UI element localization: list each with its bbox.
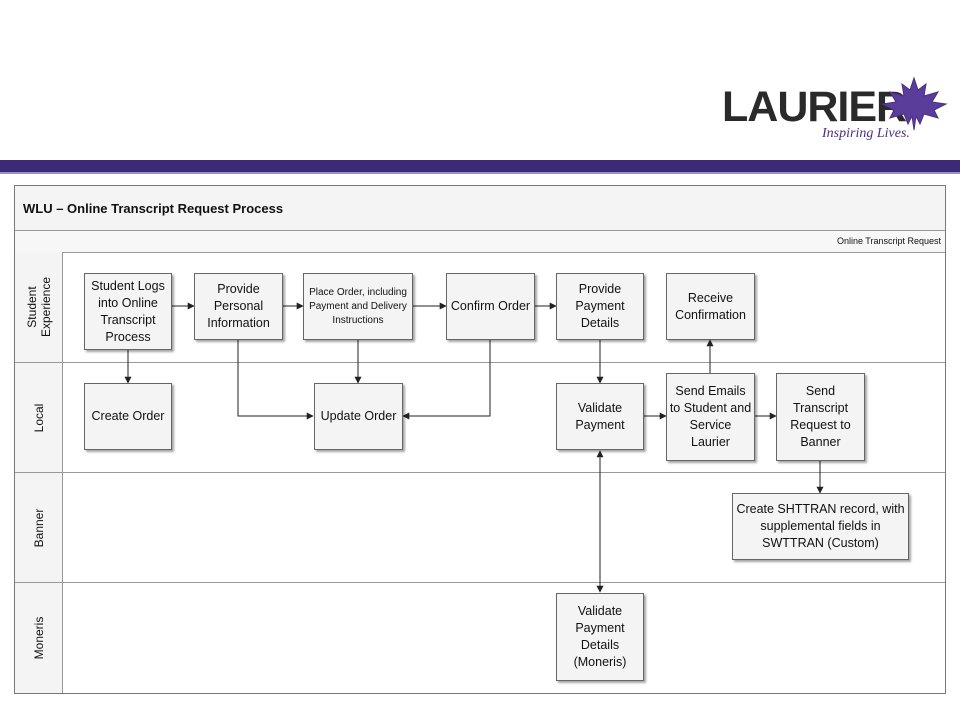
diagram-title: WLU – Online Transcript Request Process — [23, 201, 284, 216]
header-banner-bar — [0, 160, 960, 174]
step-provide-payment-details: Provide Payment Details — [556, 273, 644, 340]
step-send-transcript-request: Send Transcript Request to Banner — [776, 373, 865, 461]
logo-tagline: Inspiring Lives. — [822, 126, 910, 141]
step-create-order: Create Order — [84, 383, 172, 450]
lane-banner: Banner — [15, 473, 945, 583]
arrow-confirm-to-update — [402, 340, 491, 420]
diagram-subtitle-row: Online Transcript Request — [15, 231, 945, 253]
laurier-logo: LAURIER Inspiring Lives. — [718, 76, 948, 146]
arrow-personal-to-update — [237, 340, 314, 420]
step-place-order: Place Order, including Payment and Deliv… — [303, 273, 413, 340]
lane-local: Local — [15, 363, 945, 473]
logo-wordmark: LAURIER — [722, 83, 907, 131]
step-provide-personal-info: Provide Personal Information — [194, 273, 283, 340]
maple-leaf-icon — [880, 76, 948, 131]
lane-moneris: Moneris — [15, 583, 945, 693]
step-student-logs-in: Student Logs into Online Transcript Proc… — [84, 273, 172, 350]
step-validate-payment: Validate Payment — [556, 383, 644, 450]
diagram-subtitle: Online Transcript Request — [836, 236, 941, 246]
step-validate-payment-moneris: Validate Payment Details (Moneris) — [556, 593, 644, 681]
step-confirm-order: Confirm Order — [446, 273, 535, 340]
lane-student-experience: Student Experience — [15, 252, 945, 363]
step-receive-confirmation: Receive Confirmation — [666, 273, 755, 340]
step-update-order: Update Order — [314, 383, 403, 450]
step-send-emails: Send Emails to Student and Service Lauri… — [666, 373, 755, 461]
step-create-shttran-record: Create SHTTRAN record, with supplemental… — [732, 493, 909, 560]
diagram-title-row: WLU – Online Transcript Request Process — [15, 186, 945, 231]
